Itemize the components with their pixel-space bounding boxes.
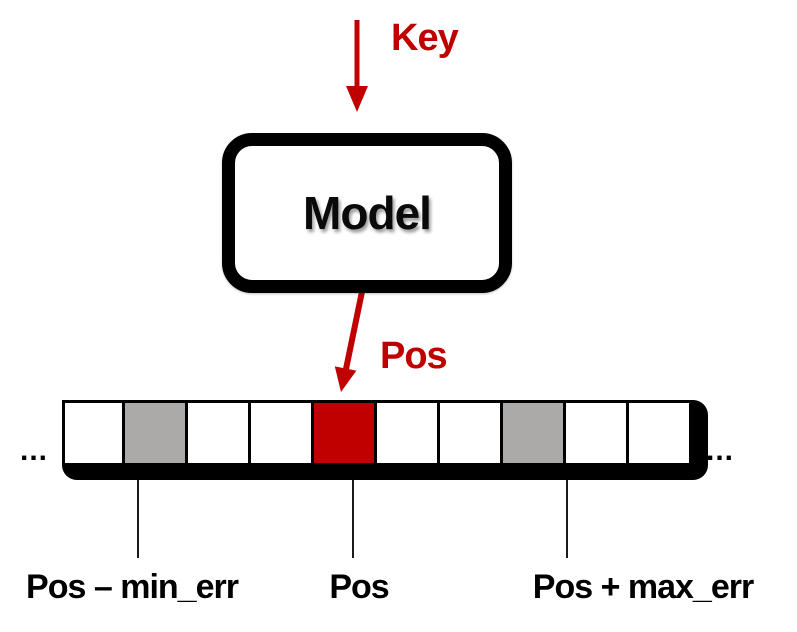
left-ellipsis: ...	[20, 434, 49, 467]
key-arrow-icon	[346, 20, 368, 112]
key-label: Key	[391, 17, 459, 59]
model-box: Model	[222, 133, 512, 293]
array-cell-white	[251, 400, 314, 466]
array-cell-red	[314, 400, 377, 466]
tick-line-max-err	[566, 480, 568, 558]
array-cell-gray	[503, 400, 566, 466]
annotation-pos-minus-min-err: Pos – min_err	[26, 568, 239, 606]
tick-line-pos	[352, 480, 354, 558]
array-cells	[62, 400, 692, 466]
array-cell-white	[188, 400, 251, 466]
model-label: Model	[303, 187, 432, 239]
array-cell-white	[377, 400, 440, 466]
array-cell-white	[440, 400, 503, 466]
pos-arrow-icon	[334, 281, 367, 392]
right-ellipsis: ...	[706, 434, 735, 467]
tick-line-min-err	[137, 480, 139, 558]
annotation-pos: Pos	[329, 568, 389, 606]
pos-output-label: Pos	[380, 335, 448, 377]
array-cell-white	[566, 400, 629, 466]
array-cell-gray	[125, 400, 188, 466]
annotation-pos-plus-max-err: Pos + max_err	[532, 568, 754, 606]
array-cell-white	[62, 400, 125, 466]
array-cell-white	[629, 400, 692, 466]
